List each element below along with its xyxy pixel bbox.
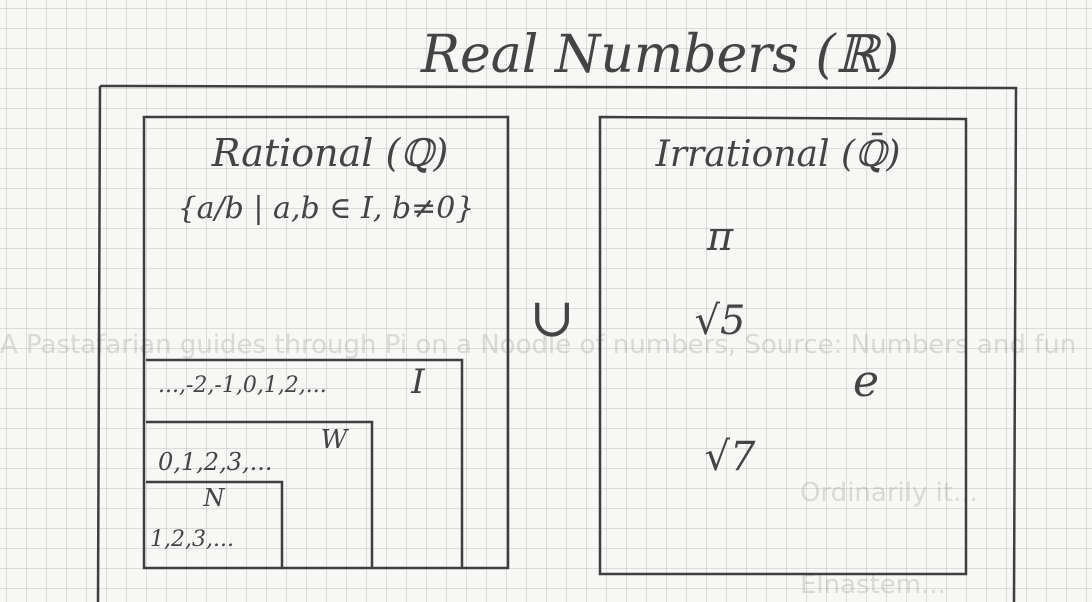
- whole-numbers-list: 0,1,2,3,...: [158, 448, 272, 476]
- integers-symbol: I: [410, 362, 425, 402]
- irrational-example-e: e: [853, 356, 879, 407]
- rational-box: [142, 115, 510, 570]
- diagram-title: Real Numbers (ℝ): [420, 25, 899, 85]
- natural-numbers-box: [146, 480, 284, 568]
- rational-label: Rational (ℚ): [211, 131, 449, 175]
- real-numbers-box: [96, 84, 1018, 602]
- whole-numbers-symbol: W: [321, 425, 350, 455]
- irrational-label: Irrational (ℚ̄): [655, 132, 901, 175]
- integers-list: ...,-2,-1,0,1,2,...: [158, 373, 327, 398]
- natural-numbers-list: 1,2,3,...: [150, 527, 234, 552]
- whole-numbers-box: [146, 420, 374, 568]
- rational-definition: {a/b | a,b ∈ I, b≠0}: [178, 191, 475, 226]
- irrational-example-pi: π: [706, 214, 734, 260]
- union-symbol: ∪: [529, 286, 574, 349]
- natural-numbers-symbol: N: [203, 484, 226, 512]
- irrational-example-sqrt5: √5: [695, 298, 746, 344]
- irrational-box: [598, 115, 968, 576]
- irrational-example-sqrt7: √7: [705, 434, 756, 480]
- integers-box: [146, 358, 464, 568]
